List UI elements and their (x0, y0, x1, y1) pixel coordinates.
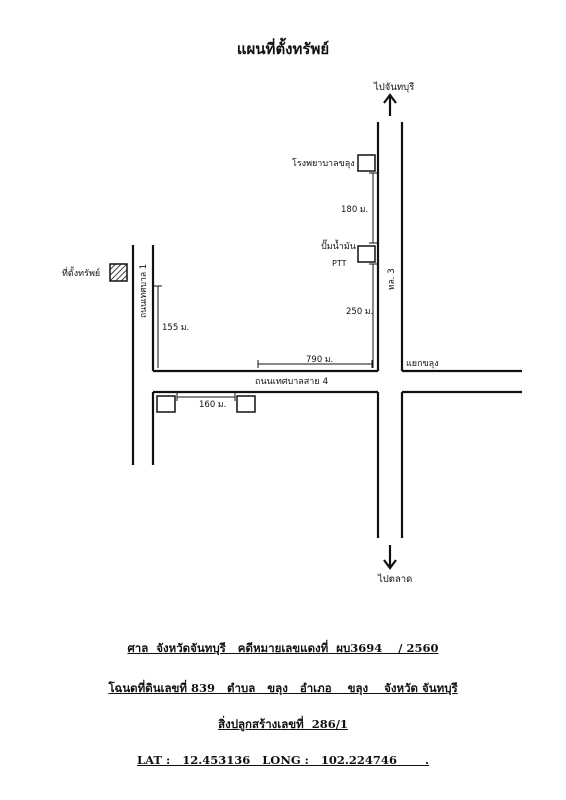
label-highway-3: ทล. 3 (387, 268, 397, 290)
label-ptt: PTT (332, 259, 347, 268)
dimension-along-road-4 (257, 360, 373, 368)
building-right-icon (236, 395, 256, 413)
label-gas-station: ปั๊มน้ำมัน (321, 239, 356, 252)
dimension-property-to-road (154, 285, 162, 368)
label-to-chanthaburi: ไปจันทบุรี (373, 81, 414, 93)
label-distance-180: 180 ม. (341, 205, 368, 215)
label-distance-790: 790 ม. (306, 355, 333, 365)
label-road-municipal-4: ถนนเทศบาลสาย 4 (255, 377, 328, 387)
dimension-between-buildings (176, 393, 236, 401)
label-distance-155: 155 ม. (162, 323, 189, 333)
label-property: ที่ตั้งทรัพย์ (62, 266, 100, 279)
hospital-building-icon (357, 154, 376, 172)
dimension-hospital-to-gas (369, 172, 377, 244)
label-to-market: ไปตลาด (377, 573, 412, 585)
road-municipal-1 (131, 245, 155, 465)
dimension-gas-to-junction (369, 263, 377, 368)
highway-3 (376, 122, 404, 538)
label-distance-160: 160 ม. (199, 400, 226, 410)
footer-title-deed: โฉนดที่ดินเลขที่ 839 ตำบล ขลุง อำเภอ ขลุ… (108, 681, 458, 695)
label-road-municipal-1: ถนนเทศบาล 1 (139, 264, 149, 318)
building-left-icon (156, 395, 176, 413)
map-title: แผนที่ตั้งทรัพย์ (236, 40, 330, 58)
footer-coordinates: LAT : 12.453136 LONG : 102.224746 . (137, 753, 429, 767)
road-municipal-4 (153, 369, 522, 394)
label-khlung-junction: แยกขลุง (406, 359, 439, 369)
gas-station-building-icon (357, 245, 376, 263)
label-distance-250: 250 ม. (346, 307, 373, 317)
arrow-down-icon (383, 545, 397, 570)
footer-building-number: สิ่งปลูกสร้างเลขที่ 286/1 (218, 717, 348, 731)
label-hospital: โรงพยาบาลขลุง (292, 158, 355, 169)
footer-court-case: ศาล จังหวัดจันทบุรี คดีหมายเลขแดงที่ ผบ3… (127, 641, 439, 655)
arrow-up-icon (383, 93, 397, 116)
property-marker-icon (109, 263, 128, 282)
